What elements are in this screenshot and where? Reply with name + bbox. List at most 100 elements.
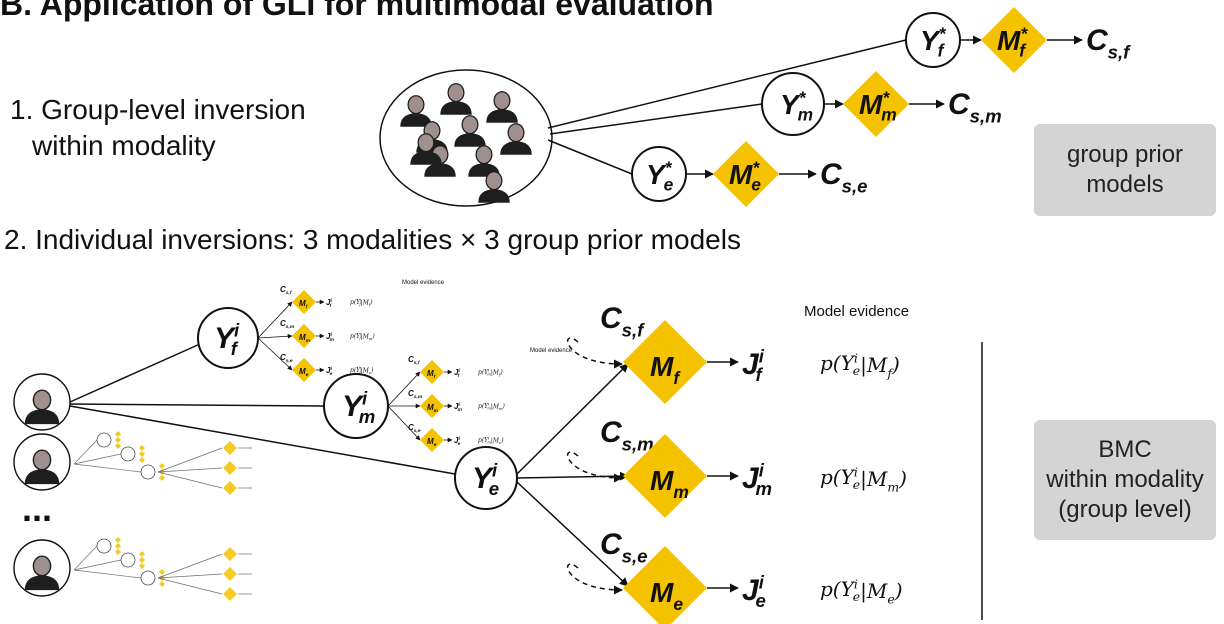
thumb-subject-2-node-3 xyxy=(140,464,156,480)
prior-arrow-large-2 xyxy=(566,451,623,483)
prior-small-f-2-label: Cs,m xyxy=(280,319,295,330)
model-large-1 xyxy=(623,320,707,404)
population-person-7-body xyxy=(424,163,456,177)
population-person-3-head xyxy=(493,91,511,111)
thumb-subject-3-big-diamond-3 xyxy=(223,587,237,601)
prior-arrow-large-3 xyxy=(566,563,623,595)
thumb-subject-2-diamond-3-3 xyxy=(159,475,165,481)
thumb-subject-3-branch-3 xyxy=(157,577,223,595)
edge-subject-to-ym xyxy=(69,403,325,407)
population-person-3 xyxy=(486,91,518,123)
group-node-y-f-label: Y*f xyxy=(920,23,947,60)
thumb-subject-2-node-1 xyxy=(96,432,112,448)
prior-small-m-1-label: Cs,f xyxy=(408,355,421,366)
thumb-subject-2-branch-1 xyxy=(157,447,223,473)
ellipsis: ... xyxy=(22,488,53,529)
edge-small-m-1 xyxy=(387,371,421,407)
edge-ye-to-mf xyxy=(516,363,629,475)
step1-label: 1. Group-level inversion within modality xyxy=(10,92,306,164)
subject-3-person-head xyxy=(32,555,52,577)
subject-1-person-body xyxy=(24,409,60,425)
subject-3-person-body xyxy=(24,575,60,591)
group-prior-c-f-label: Cs,f xyxy=(1086,24,1131,62)
thumb-subject-2-edge-1 xyxy=(73,439,98,465)
thumb-subject-2-big-diamond-3 xyxy=(223,481,237,495)
group-model-m-f xyxy=(981,7,1047,73)
model-evidence-label-large: Model evidence xyxy=(804,303,909,320)
model-small-f-2 xyxy=(292,324,316,348)
bmc-line1: BMC xyxy=(1098,436,1152,463)
model-small-f-2-label: Mm xyxy=(299,333,311,344)
group-model-m-e-label: M*e xyxy=(729,157,761,194)
figure-title: B. Application of GLI for multimodal eva… xyxy=(0,0,714,22)
population-person-3-body xyxy=(486,109,518,123)
thumb-subject-2-diamond-1-1 xyxy=(115,431,121,437)
group-model-m-f-label: M*f xyxy=(997,23,1028,60)
group-model-m-m xyxy=(843,71,909,137)
thumb-subject-2-diamond-3-1 xyxy=(159,463,165,469)
model-large-3 xyxy=(623,546,707,624)
prior-large-3-label: Cs,e xyxy=(600,528,648,566)
thumb-subject-3-branch-1 xyxy=(157,553,223,579)
thumb-subject-3-diamond-2-3 xyxy=(139,563,145,569)
bmc-line3: (group level) xyxy=(1058,496,1192,523)
edge-small-f-2 xyxy=(257,333,293,339)
population-person-2-head xyxy=(447,83,465,103)
edge-small-f-3 xyxy=(257,337,293,371)
model-small-f-1-label: Mf xyxy=(299,299,309,310)
prior-large-1-label: Cs,f xyxy=(600,302,645,340)
population-person-5 xyxy=(454,115,486,147)
thumb-subject-3-edge-1 xyxy=(73,545,98,571)
group-model-m-m-label: M*m xyxy=(859,87,897,124)
thumb-subject-2-diamond-2-2 xyxy=(139,451,145,457)
thumb-subject-3-diamond-1-3 xyxy=(115,549,121,555)
thumb-subject-3-diamond-1-1 xyxy=(115,537,121,543)
population-person-8-head xyxy=(475,145,493,165)
thumb-subject-3-diamond-2-2 xyxy=(139,557,145,563)
step2-label: 2. Individual inversions: 3 modalities ×… xyxy=(4,224,741,255)
thumb-subject-2-big-diamond-2 xyxy=(223,461,237,475)
thumb-subject-3-big-diamond-1 xyxy=(223,547,237,561)
group-prior-line1: group prior xyxy=(1066,141,1184,168)
subject-1-person xyxy=(24,389,60,425)
prior-small-f-3-label: Cs,e xyxy=(280,353,293,364)
model-small-m-2-label: Mm xyxy=(427,403,439,414)
group-prior-models-box: group prior models xyxy=(1034,124,1216,216)
model-small-m-3 xyxy=(420,428,444,452)
thumb-subject-2-edge-2 xyxy=(73,453,122,465)
edge-population-to-ye xyxy=(547,139,633,175)
prior-small-m-3-label: Cs,e xyxy=(408,423,421,434)
edge-population-to-yf xyxy=(547,39,907,129)
thumb-subject-2-diamond-1-2 xyxy=(115,437,121,443)
edge-population-to-ym xyxy=(549,103,763,135)
population-person-10-body xyxy=(410,151,442,165)
population-person-1-head xyxy=(407,95,425,115)
population-person-9-head xyxy=(485,171,503,191)
model-large-1-label: Mf xyxy=(650,351,681,388)
thumb-subject-2-diamond-1-3 xyxy=(115,443,121,449)
population-person-6-body xyxy=(500,141,532,155)
edge-ye-to-mm xyxy=(516,471,629,481)
model-large-3-label: Me xyxy=(650,577,683,614)
thumb-subject-2-node-2 xyxy=(120,446,136,462)
prior-small-f-1-label: Cs,f xyxy=(280,285,293,296)
group-prior-c-e-label: Cs,e xyxy=(820,158,868,196)
model-small-f-1 xyxy=(292,290,316,314)
population-person-2-body xyxy=(440,101,472,115)
